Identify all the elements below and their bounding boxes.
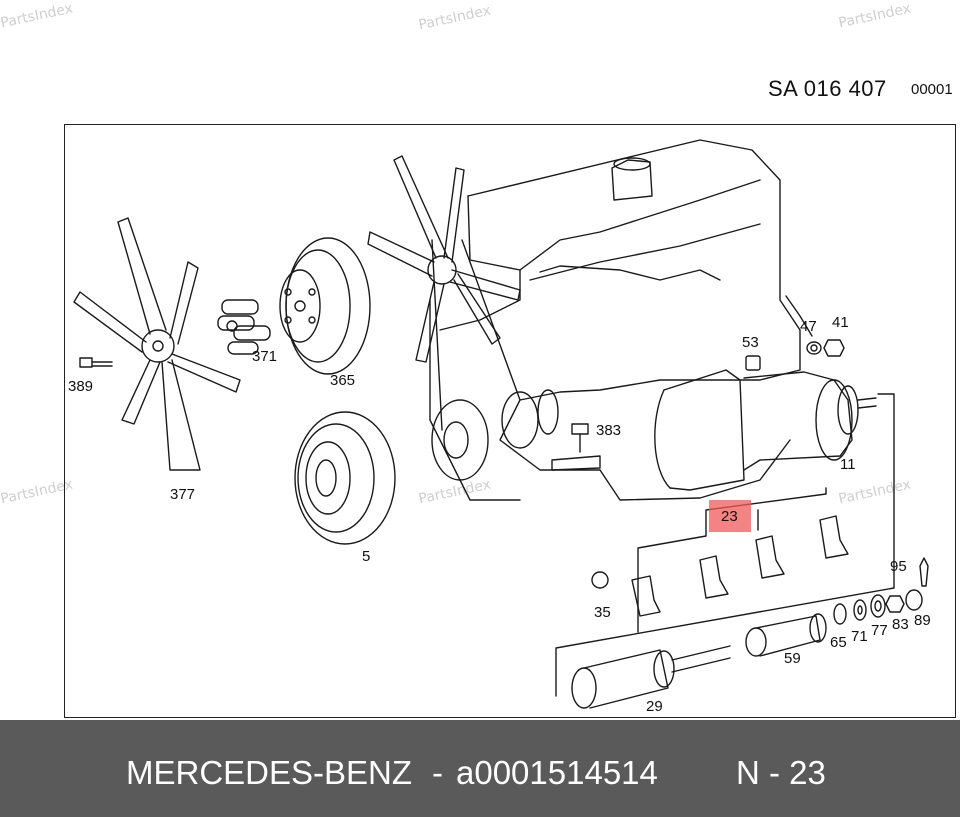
footer-separator: - — [432, 754, 443, 791]
engine-fan-drawing — [367, 155, 521, 363]
sheet-number: 00001 — [911, 81, 953, 98]
part-label-23[interactable]: 23 — [721, 508, 738, 525]
part-label-59[interactable]: 59 — [784, 650, 801, 667]
part-label-41[interactable]: 41 — [832, 314, 849, 331]
footer-position: N - 23 — [736, 754, 826, 791]
belt-drawing — [431, 239, 559, 481]
part-label-95[interactable]: 95 — [890, 558, 907, 575]
part-label-5[interactable]: 5 — [362, 548, 371, 565]
fan-377-drawing — [73, 217, 241, 471]
part-label-47[interactable]: 47 — [800, 318, 817, 335]
diagram-frame — [64, 124, 956, 718]
part-label-71[interactable]: 71 — [851, 628, 868, 645]
part-label-365[interactable]: 365 — [330, 372, 356, 389]
washers-drawing — [833, 589, 923, 625]
footer-brand: MERCEDES-BENZ — [126, 754, 413, 791]
footer-bar — [0, 720, 960, 817]
diagram-code: SA 016 407 — [768, 76, 887, 101]
footer-part-number: a0001514514 — [456, 754, 658, 791]
bolt-389-drawing — [79, 357, 113, 368]
part-label-11[interactable]: 11 — [840, 456, 856, 473]
pulley-5-drawing — [294, 411, 396, 545]
small-parts-drawing — [745, 295, 845, 371]
pulley-365-drawing — [279, 237, 371, 375]
bolt-383-drawing — [571, 423, 589, 453]
highlighted-part-marker[interactable] — [709, 500, 751, 532]
pinion-59-drawing — [745, 613, 827, 657]
part-label-35[interactable]: 35 — [594, 604, 611, 621]
part-label-389[interactable]: 389 — [68, 378, 94, 395]
part-label-383[interactable]: 383 — [596, 422, 622, 439]
brush-assembly-drawing — [555, 393, 929, 697]
exploded-parts-drawing — [73, 139, 929, 709]
part-label-77[interactable]: 77 — [871, 622, 888, 639]
part-label-65[interactable]: 65 — [830, 634, 847, 651]
part-label-377[interactable]: 377 — [170, 486, 196, 503]
starter-motor-11-drawing — [654, 369, 877, 491]
armature-29-drawing — [571, 645, 731, 709]
spacer-371-drawing — [217, 299, 271, 355]
part-label-83[interactable]: 83 — [892, 616, 909, 633]
part-label-89[interactable]: 89 — [914, 612, 931, 629]
engine-block-drawing — [429, 139, 801, 501]
part-label-29[interactable]: 29 — [646, 698, 663, 715]
part-label-53[interactable]: 53 — [742, 334, 759, 351]
part-label-371[interactable]: 371 — [252, 348, 278, 365]
